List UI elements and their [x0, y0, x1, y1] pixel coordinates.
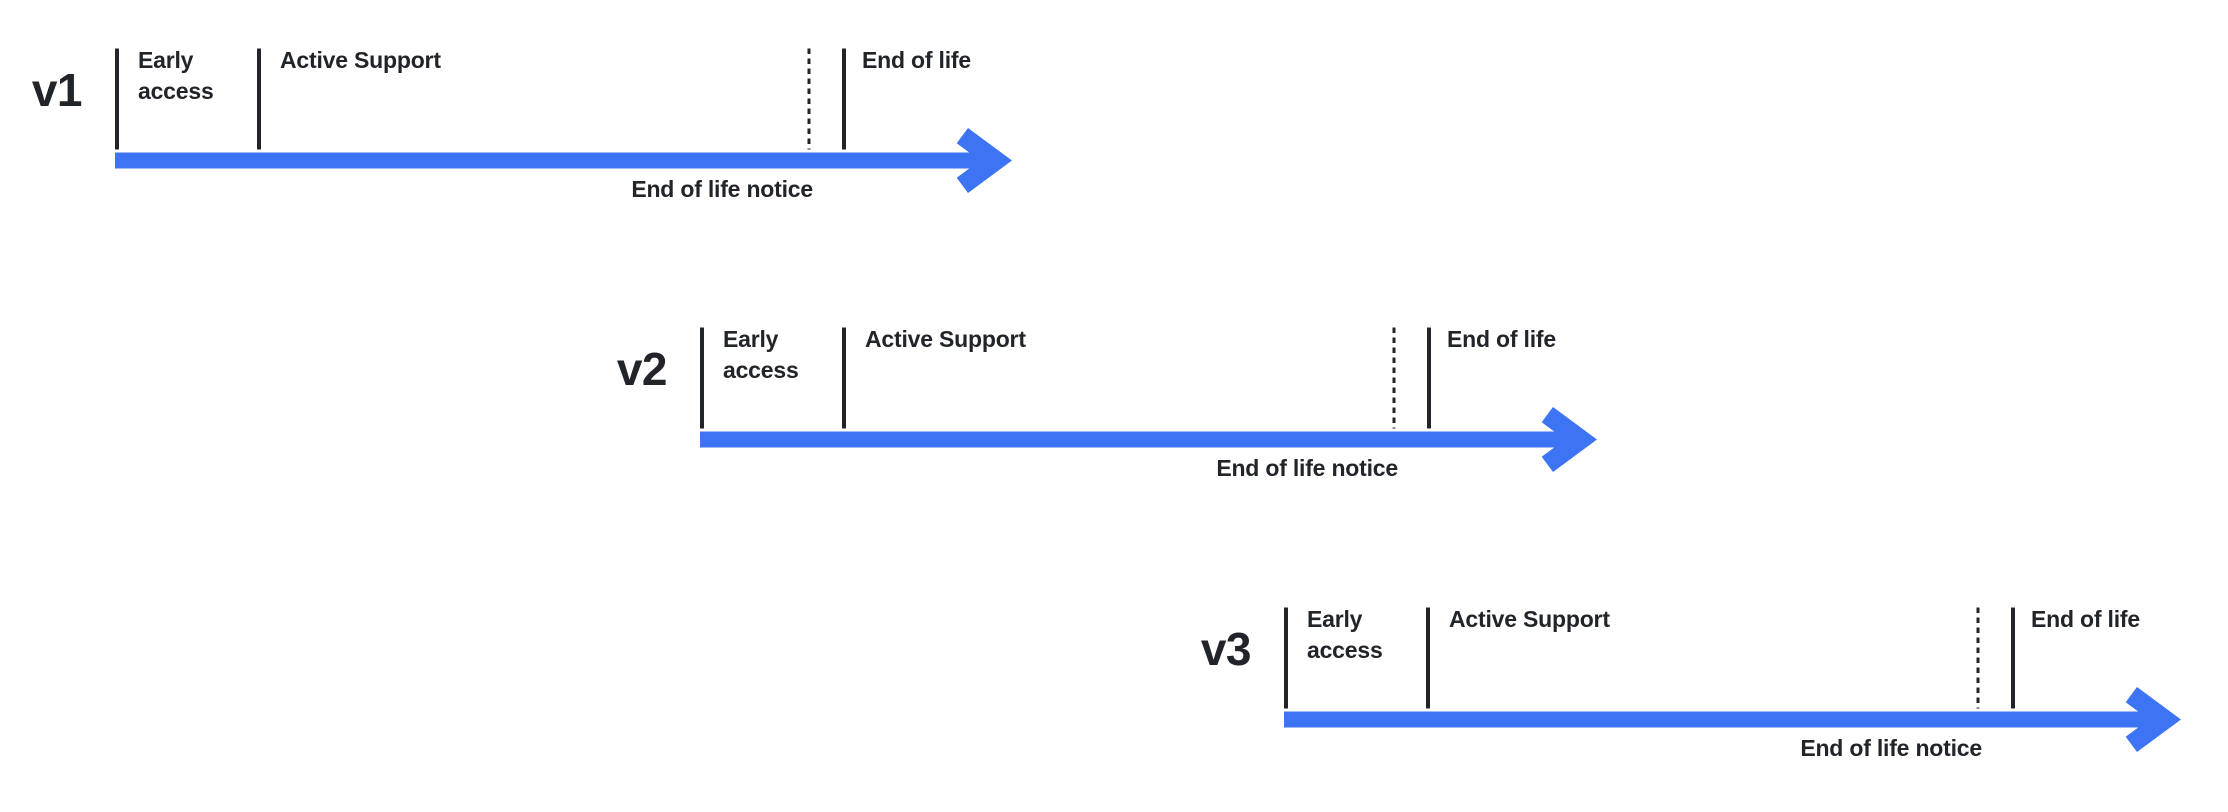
early-access-label: Early access [138, 45, 214, 107]
version-label: v1 [31, 63, 83, 116]
early-access-label-line1: Early [723, 325, 779, 352]
version-label: v3 [1200, 622, 1252, 675]
early-access-label-line1: Early [1307, 605, 1363, 632]
early-access-label: Early access [723, 324, 799, 386]
arrow-head-icon [1541, 407, 1597, 472]
timeline-graphics-v2 [700, 327, 1597, 472]
early-access-label-line2: access [138, 77, 214, 104]
arrow-head-icon [956, 128, 1012, 193]
early-access-label: Early access [1307, 604, 1383, 666]
active-support-label: Active Support [1449, 605, 1610, 632]
timeline-graphics-v1 [115, 48, 1012, 193]
end-of-life-label: End of life [2031, 605, 2140, 632]
early-access-label-line1: Early [138, 46, 194, 73]
timeline-graphics-v3 [1284, 607, 2181, 752]
early-access-label-line2: access [1307, 636, 1383, 663]
end-of-life-label: End of life [862, 46, 971, 73]
end-of-life-notice-label: End of life notice [1216, 454, 1398, 481]
active-support-label: Active Support [280, 46, 441, 73]
end-of-life-notice-label: End of life notice [1800, 734, 1982, 761]
arrow-head-icon [2125, 687, 2181, 752]
early-access-label-line2: access [723, 356, 799, 383]
end-of-life-notice-label: End of life notice [631, 175, 813, 202]
version-label: v2 [616, 342, 668, 395]
end-of-life-label: End of life [1447, 325, 1556, 352]
active-support-label: Active Support [865, 325, 1026, 352]
